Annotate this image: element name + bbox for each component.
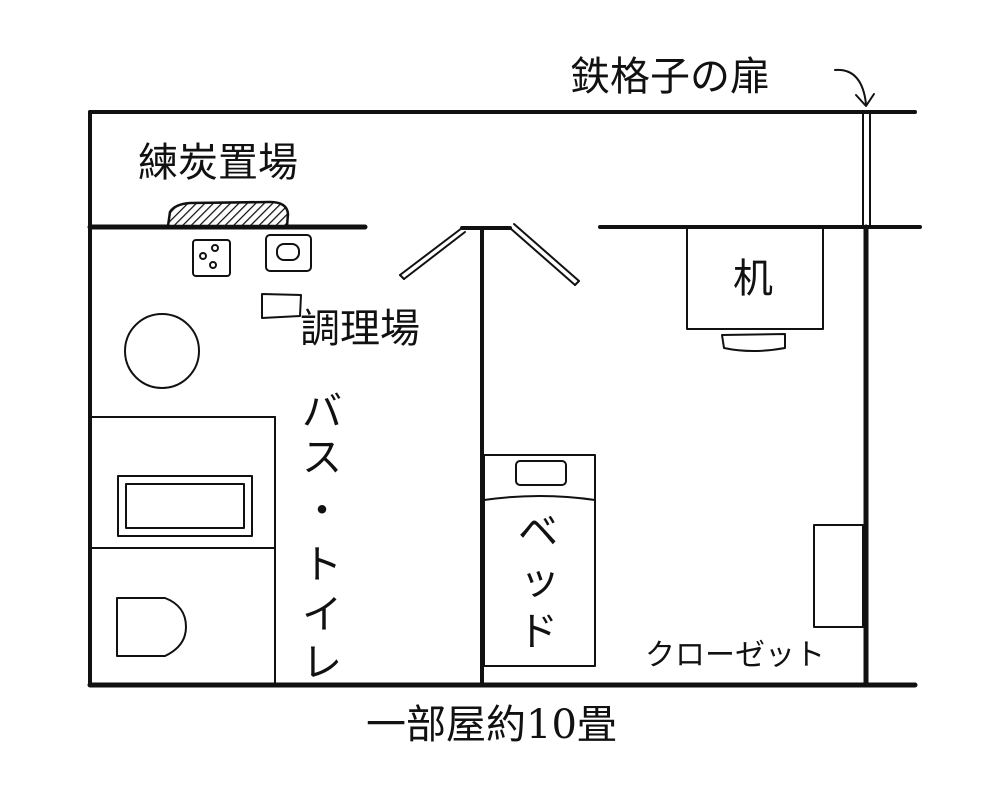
bath-toilet-label: バ ス ・ ト イ レ (302, 389, 342, 686)
kitchen-door-leaf (399, 227, 466, 280)
bath-toilet-char: バ (302, 389, 342, 435)
walls (87, 110, 922, 688)
room-caption: 一部屋約10畳 (366, 702, 617, 748)
briquette-storage-label: 練炭置場 (138, 140, 298, 186)
stove-burner-ring (265, 234, 312, 272)
bathtub (117, 475, 253, 537)
kitchen-label: 調理場 (300, 306, 420, 352)
bed (483, 454, 596, 667)
bath-toilet-char: ト (302, 542, 342, 588)
closet (813, 524, 864, 628)
bath-toilet-char: ・ (302, 488, 342, 534)
briquette-pile (166, 200, 290, 228)
bed-label: ベ ッ ド (518, 509, 560, 655)
round-basin (124, 313, 200, 389)
bed-char: ベ (518, 509, 558, 555)
bedroom-door-leaf (509, 223, 580, 286)
desk (686, 227, 824, 330)
bath-toilet-char: レ (302, 640, 342, 686)
door-pointer-arrowhead (855, 93, 875, 107)
desk-chair (721, 333, 786, 352)
doors (399, 223, 580, 286)
closet-label: クローゼット (645, 638, 825, 673)
kitchen-counter-item (261, 293, 302, 319)
door-pointer-arrow (834, 68, 867, 105)
bath-toilet-char: イ (302, 592, 342, 638)
desk-label: 机 (733, 256, 773, 302)
toilet-bowl (116, 597, 187, 657)
bathroom-enclosure (89, 416, 276, 686)
bath-toilet-char: ス (302, 435, 342, 481)
iron-lattice-door-label: 鉄格子の扉 (570, 54, 770, 100)
bed-char: ド (518, 609, 558, 655)
bed-char: ッ (520, 558, 560, 604)
bed-pillow (515, 460, 567, 486)
stove-burner-dots (192, 239, 231, 277)
